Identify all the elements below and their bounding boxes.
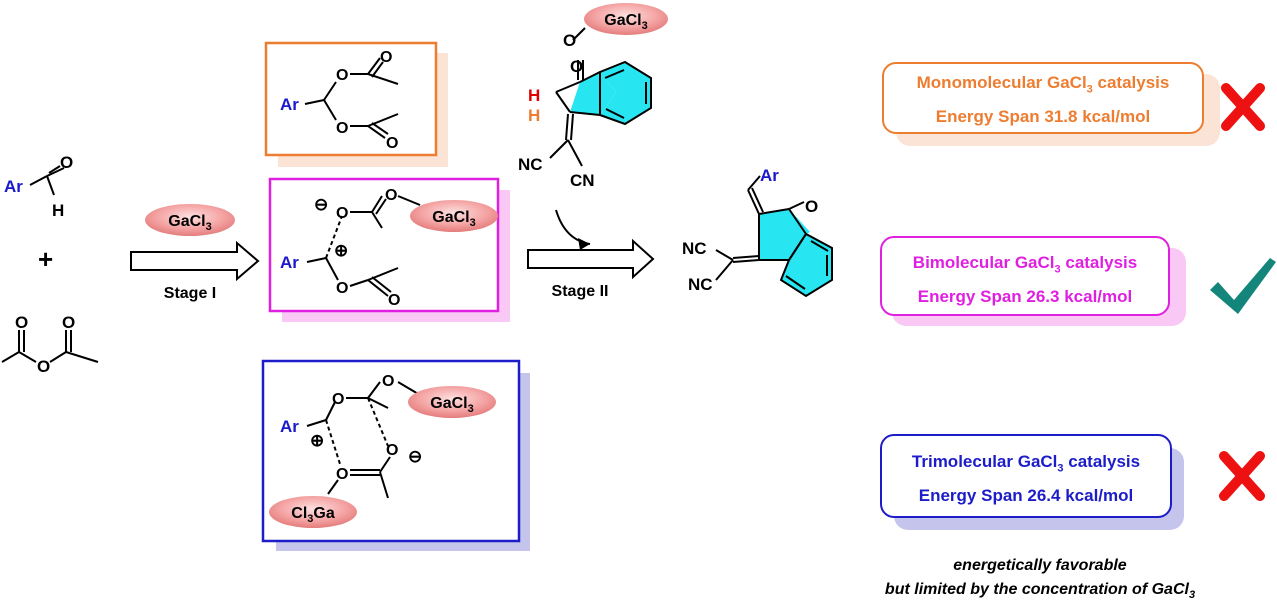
check-icon [1210, 258, 1276, 314]
box3-structure [306, 381, 421, 499]
box1-ar-label: Ar [280, 95, 299, 114]
box2-gacl3-label: GaCl3 [432, 209, 475, 229]
product-molecule [715, 175, 833, 298]
box2-o1-label: O [336, 205, 348, 222]
box2-o3-label: O [336, 280, 348, 297]
stage2-label: Stage II [552, 283, 609, 300]
card3-energy: Energy Span 26.4 kcal/mol [918, 486, 1134, 506]
box3-plus-charge: ⊕ [310, 431, 324, 450]
gacl3-pill-box2 [410, 200, 498, 232]
plus-sign: + [38, 244, 53, 274]
benzaldehyde-molecule [29, 165, 65, 196]
box3-minus-charge: ⊖ [408, 447, 422, 466]
note-line2: but limited by the concentration of GaCl… [884, 581, 1196, 602]
box2-structure [306, 195, 421, 297]
indanone-reagent [549, 27, 652, 167]
acetic-anhydride-molecule [1, 330, 99, 363]
box3-o3-label: O [386, 442, 398, 459]
conclusion-note: energetically favorable but limited by t… [830, 554, 1250, 607]
product-o-label: O [805, 197, 818, 216]
gacl3-pill-stage1 [145, 204, 235, 236]
aldehyde-ar-label: Ar [4, 177, 23, 196]
stage1-label: Stage I [164, 285, 216, 302]
box2-o2-label: O [385, 187, 397, 204]
card2-title: Bimolecular GaCl3 catalysis [912, 253, 1138, 276]
reagent-gacl3-label: GaCl3 [604, 12, 647, 32]
product-ar-label: Ar [760, 166, 779, 185]
cross-icon [1221, 83, 1265, 131]
box3-o1-label: O [332, 391, 344, 408]
box1-mono-intermediate [264, 41, 438, 157]
box3-gacl3-label: GaCl3 [430, 395, 473, 415]
stage2-arrow [527, 238, 655, 280]
reagent-nc-label: NC [518, 155, 543, 174]
stage2-curved-arrow [555, 209, 591, 245]
box1-o3-label: O [336, 120, 348, 137]
box3-o4-label: O [336, 466, 348, 483]
stage1-arrow [130, 240, 260, 282]
reagent-cn-label: CN [570, 171, 595, 190]
box1-structure [304, 57, 399, 139]
box2-minus-charge: ⊖ [314, 195, 328, 214]
gacl3-pill-reagent [584, 3, 668, 35]
anhydride-o2-label: O [62, 313, 75, 332]
card-monomolecular: Monomolecular GaCl3 catalysis Energy Spa… [882, 62, 1204, 134]
box3-o2-label: O [382, 373, 394, 390]
box2-ar-label: Ar [280, 253, 299, 272]
box2-plus-charge: ⊕ [334, 241, 348, 260]
box3-cl3ga-label: Cl3Ga [291, 505, 335, 525]
product-nc2-label: NC [688, 275, 713, 294]
anhydride-o-bridge-label: O [37, 357, 50, 376]
gacl3-label-stage1: GaCl3 [168, 213, 211, 233]
box2-bi-intermediate [268, 177, 500, 313]
box2-o4-label: O [388, 292, 400, 309]
reagent-o2-label: O [570, 57, 583, 76]
gacl3-pill-box3 [408, 386, 496, 418]
cl3ga-pill-box3 [269, 496, 357, 528]
aldehyde-o-label: O [60, 153, 73, 172]
anhydride-o1-label: O [15, 313, 28, 332]
card1-energy: Energy Span 31.8 kcal/mol [935, 107, 1151, 127]
card3-title: Trimolecular GaCl3 catalysis [911, 452, 1141, 475]
box1-o1-label: O [336, 67, 348, 84]
box1-o2-label: O [380, 49, 392, 66]
aldehyde-h-label: H [52, 201, 64, 220]
reagent-h2-label: H [528, 106, 540, 125]
card2-energy: Energy Span 26.3 kcal/mol [917, 287, 1133, 307]
note-line1: energetically favorable [953, 557, 1127, 574]
product-nc1-label: NC [682, 239, 707, 258]
card-trimolecular: Trimolecular GaCl3 catalysis Energy Span… [880, 434, 1172, 518]
card-bimolecular: Bimolecular GaCl3 catalysis Energy Span … [880, 236, 1170, 316]
card1-title: Monomolecular GaCl3 catalysis [916, 73, 1170, 96]
reagent-o-label: O [563, 31, 576, 50]
reagent-h1-label: H [528, 86, 540, 105]
box3-ar-label: Ar [280, 417, 299, 436]
cross-icon [1219, 451, 1265, 501]
box1-o4-label: O [386, 135, 398, 152]
